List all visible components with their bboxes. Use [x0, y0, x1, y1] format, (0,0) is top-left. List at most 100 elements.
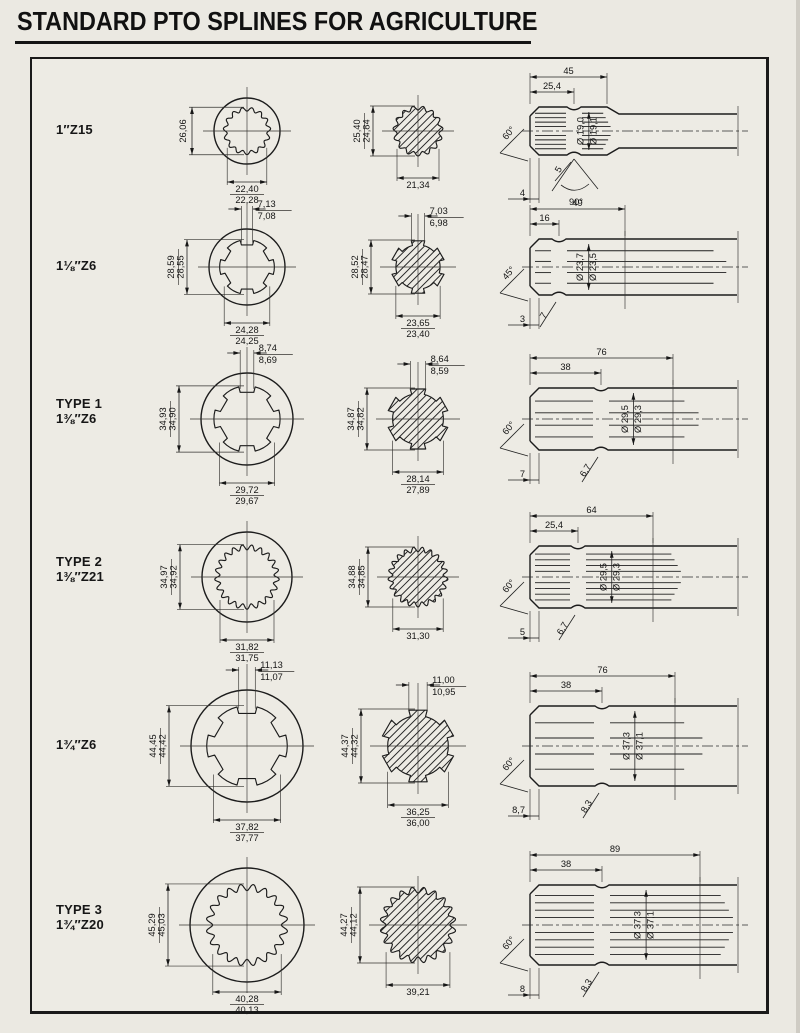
svg-text:45,29: 45,29 — [147, 913, 157, 936]
row-5-size: 1¾″Z6 — [56, 737, 97, 752]
svg-text:21,34: 21,34 — [406, 180, 429, 190]
svg-text:8,74: 8,74 — [259, 343, 277, 353]
svg-text:60°: 60° — [500, 577, 517, 594]
svg-text:76: 76 — [596, 347, 606, 357]
row-4-label: TYPE 2 1⅜″Z21 — [56, 554, 104, 584]
svg-text:34,88: 34,88 — [347, 565, 357, 588]
svg-text:89: 89 — [610, 844, 620, 854]
svg-text:26,06: 26,06 — [178, 119, 188, 142]
row-2-size: 1⅛″Z6 — [56, 258, 97, 273]
svg-text:28,14: 28,14 — [406, 474, 429, 484]
svg-text:8,69: 8,69 — [259, 355, 277, 365]
svg-text:64: 64 — [586, 505, 596, 515]
svg-text:49: 49 — [572, 198, 582, 208]
svg-text:Ø 23,5: Ø 23,5 — [588, 253, 598, 281]
svg-text:37,82: 37,82 — [235, 822, 258, 832]
svg-text:7: 7 — [538, 311, 549, 321]
row-3-type: TYPE 1 — [56, 396, 102, 411]
svg-text:25,40: 25,40 — [352, 119, 362, 142]
row-6-label: TYPE 3 1¾″Z20 — [56, 902, 104, 932]
svg-text:7,08: 7,08 — [258, 211, 276, 221]
svg-text:45: 45 — [563, 66, 573, 76]
svg-text:10,95: 10,95 — [432, 687, 455, 697]
svg-text:11,07: 11,07 — [260, 672, 283, 682]
svg-text:Ø 19,1: Ø 19,1 — [588, 117, 598, 145]
svg-text:Ø 37,1: Ø 37,1 — [646, 911, 656, 939]
svg-text:Ø 37,1: Ø 37,1 — [634, 732, 644, 760]
svg-text:Ø 19,0: Ø 19,0 — [575, 117, 585, 145]
svg-text:7,03: 7,03 — [430, 206, 448, 216]
svg-text:34,93: 34,93 — [158, 407, 168, 430]
svg-text:24,25: 24,25 — [235, 336, 258, 346]
svg-text:34,87: 34,87 — [346, 407, 356, 430]
svg-text:44,42: 44,42 — [158, 734, 168, 757]
page-title: STANDARD PTO SPLINES FOR AGRICULTURE — [17, 6, 538, 36]
row-1-size: 1″Z15 — [56, 122, 93, 137]
row-4-type: TYPE 2 — [56, 554, 102, 569]
svg-text:24,28: 24,28 — [235, 325, 258, 335]
row-4-size: 1⅜″Z21 — [56, 569, 104, 584]
svg-text:76: 76 — [597, 665, 607, 675]
svg-text:Ø 29,5: Ø 29,5 — [620, 405, 630, 433]
svg-text:22,28: 22,28 — [235, 195, 258, 205]
svg-text:34,92: 34,92 — [169, 565, 179, 588]
svg-text:37,77: 37,77 — [235, 833, 258, 843]
svg-text:90°: 90° — [569, 197, 583, 207]
svg-text:60°: 60° — [500, 755, 517, 772]
svg-text:25,4: 25,4 — [545, 520, 563, 530]
drawing-board — [30, 57, 769, 1014]
svg-text:29,72: 29,72 — [235, 485, 258, 495]
svg-text:34,82: 34,82 — [356, 407, 366, 430]
svg-text:16: 16 — [539, 213, 549, 223]
svg-text:28,55: 28,55 — [176, 255, 186, 278]
svg-text:44,27: 44,27 — [339, 913, 349, 936]
svg-text:8,59: 8,59 — [431, 366, 449, 376]
svg-text:40,13: 40,13 — [235, 1005, 258, 1015]
svg-text:44,32: 44,32 — [350, 734, 360, 757]
svg-text:6,98: 6,98 — [430, 218, 448, 228]
svg-text:Ø 23,7: Ø 23,7 — [575, 253, 585, 281]
svg-text:Ø 29,3: Ø 29,3 — [611, 563, 621, 591]
svg-text:38: 38 — [561, 859, 571, 869]
svg-text:31,75: 31,75 — [235, 653, 258, 663]
svg-text:5: 5 — [553, 165, 564, 175]
svg-text:44,45: 44,45 — [148, 734, 158, 757]
row-6-type: TYPE 3 — [56, 902, 102, 917]
svg-text:28,59: 28,59 — [166, 255, 176, 278]
svg-text:34,85: 34,85 — [357, 565, 367, 588]
svg-text:24,84: 24,84 — [362, 119, 372, 142]
svg-text:7: 7 — [520, 469, 525, 479]
row-6-size: 1¾″Z20 — [56, 917, 104, 932]
scan-edge-shade — [796, 0, 800, 1033]
svg-text:27,89: 27,89 — [406, 485, 429, 495]
svg-text:31,30: 31,30 — [406, 631, 429, 641]
svg-text:22,40: 22,40 — [235, 184, 258, 194]
svg-text:4: 4 — [520, 188, 525, 198]
row-5-label: 1¾″Z6 — [56, 737, 96, 752]
row-2-label: 1⅛″Z6 — [56, 258, 96, 273]
svg-text:Ø 29,5: Ø 29,5 — [598, 563, 608, 591]
svg-text:Ø 37,3: Ø 37,3 — [633, 911, 643, 939]
svg-text:38: 38 — [560, 362, 570, 372]
svg-text:44,37: 44,37 — [340, 734, 350, 757]
svg-text:60°: 60° — [500, 934, 517, 951]
svg-text:45,03: 45,03 — [157, 913, 167, 936]
